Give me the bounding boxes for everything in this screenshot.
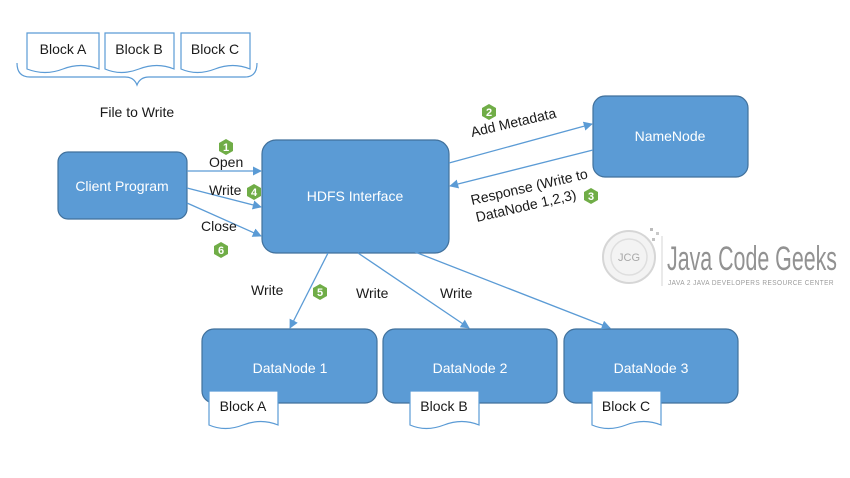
step-badge-2: 2 bbox=[482, 104, 496, 120]
svg-text:1: 1 bbox=[223, 142, 229, 154]
close-arrow bbox=[186, 202, 262, 237]
file-brace bbox=[16, 62, 258, 87]
svg-text:5: 5 bbox=[317, 287, 323, 299]
step-badge-6: 6 bbox=[214, 242, 228, 258]
jcg-logo: JCG Java Code Geeks JAVA 2 JAVA DEVELOPE… bbox=[602, 228, 837, 287]
file-block-a-label: Block A bbox=[40, 41, 87, 57]
datanode-1-label: DataNode 1 bbox=[253, 360, 328, 376]
hdfs-interface-label: HDFS Interface bbox=[307, 188, 404, 204]
file-block-b-label: Block B bbox=[115, 41, 162, 57]
datanode-2-block: Block B bbox=[409, 390, 480, 430]
dn-write-arrow-3 bbox=[414, 251, 611, 330]
file-block-c: Block C bbox=[180, 32, 251, 74]
datanode-2-block-label: Block B bbox=[420, 398, 467, 414]
datanode-3-block: Block C bbox=[591, 390, 662, 430]
svg-text:2: 2 bbox=[486, 107, 492, 119]
svg-text:6: 6 bbox=[218, 245, 224, 257]
add-metadata-arrow bbox=[448, 121, 593, 164]
close-label: Close bbox=[201, 218, 237, 234]
namenode-label: NameNode bbox=[635, 128, 706, 144]
datanode-3-node[interactable]: DataNode 3 bbox=[563, 328, 739, 404]
client-program-label: Client Program bbox=[75, 178, 168, 194]
namenode-node[interactable]: NameNode bbox=[592, 95, 749, 178]
datanode-1-node[interactable]: DataNode 1 bbox=[201, 328, 378, 404]
step-badge-1: 1 bbox=[219, 139, 233, 155]
file-block-b: Block B bbox=[104, 32, 175, 74]
step-badge-4: 4 bbox=[247, 184, 261, 200]
jcg-logo-tagline: JAVA 2 JAVA DEVELOPERS RESOURCE CENTER bbox=[668, 278, 834, 287]
file-block-c-label: Block C bbox=[191, 41, 239, 57]
dn-write-label-1: Write bbox=[251, 282, 284, 298]
dn-write-label-3: Write bbox=[440, 285, 473, 301]
hdfs-interface-node[interactable]: HDFS Interface bbox=[261, 139, 450, 254]
write-arrow bbox=[186, 187, 262, 210]
open-label: Open bbox=[209, 154, 243, 170]
svg-text:3: 3 bbox=[588, 191, 594, 203]
step-badge-5: 5 bbox=[313, 284, 327, 300]
jcg-logo-name: Java Code Geeks bbox=[667, 240, 837, 278]
datanode-2-label: DataNode 2 bbox=[433, 360, 508, 376]
dn-write-arrow-1 bbox=[289, 252, 329, 329]
datanode-3-label: DataNode 3 bbox=[614, 360, 689, 376]
client-program-node[interactable]: Client Program bbox=[57, 151, 188, 220]
step-badge-3: 3 bbox=[584, 188, 598, 204]
write-label: Write bbox=[209, 182, 242, 198]
dn-write-label-2: Write bbox=[356, 285, 389, 301]
datanode-3-block-label: Block C bbox=[602, 398, 650, 414]
file-block-a: Block A bbox=[26, 32, 100, 74]
svg-text:4: 4 bbox=[251, 187, 258, 199]
datanode-1-block: Block A bbox=[208, 390, 279, 430]
response-arrow bbox=[449, 149, 594, 189]
jcg-logo-badge-text: JCG bbox=[618, 252, 640, 264]
dn-write-arrow-2 bbox=[357, 252, 470, 329]
datanode-1-block-label: Block A bbox=[220, 398, 267, 414]
file-to-write-label: File to Write bbox=[100, 104, 175, 120]
